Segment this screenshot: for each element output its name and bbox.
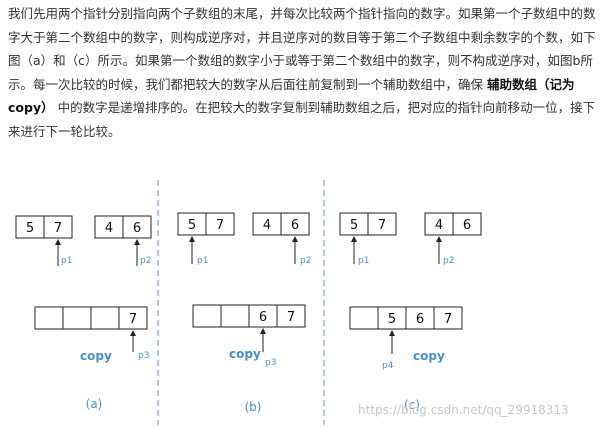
pointer-label: p2 — [140, 256, 151, 266]
copy-cell — [34, 306, 64, 330]
arr2-value: 4 — [263, 218, 271, 233]
arr2-value: 4 — [435, 218, 443, 233]
copy-cell — [192, 304, 222, 328]
arrow-head — [389, 330, 395, 336]
copy-cell — [118, 306, 148, 330]
arrow-head — [130, 330, 136, 336]
panel-b: 5 7 4 6 p1 p2 6 7 copy p3 (b) — [177, 212, 311, 414]
panel-caption: (b) — [245, 400, 262, 414]
copy-cell — [90, 306, 120, 330]
pointer-label: p1 — [358, 256, 369, 266]
arr2-value: 6 — [133, 221, 141, 236]
paragraph-bold-term: 辅助数组（记为copy） — [8, 76, 575, 116]
arr1-value: 5 — [350, 218, 358, 233]
copy-cell — [433, 306, 463, 330]
copy-cell — [220, 304, 250, 328]
arrow-head — [260, 328, 266, 334]
arr1-value: 7 — [216, 218, 224, 233]
copy-value: 5 — [388, 312, 396, 327]
pointer-label: p2 — [443, 256, 454, 266]
watermark: https://blog.csdn.net/qq_29918313 — [358, 403, 569, 417]
copy-cell — [349, 306, 379, 330]
pointer-label: p4 — [382, 361, 394, 371]
arr2-cell — [452, 212, 482, 236]
copy-value: 7 — [444, 312, 452, 327]
arr1-value: 7 — [54, 221, 62, 236]
copy-label: copy — [229, 347, 261, 361]
pointer-label: p3 — [265, 358, 276, 368]
panel-a: 5 7 4 6 p1 p2 7 copy p3 (a) — [15, 215, 152, 411]
pointer-label: p2 — [300, 256, 311, 266]
explanation-paragraph: 我们先用两个指针分别指向两个子数组的末尾，并每次比较两个指针指向的数字。如果第一… — [8, 2, 600, 143]
arr2-value: 4 — [105, 221, 113, 236]
arrow-head — [189, 236, 195, 242]
pointer-label: p1 — [197, 256, 208, 266]
paragraph-text-after: 中的数字是递增排序的。在把较大的数字复制到辅助数组之后，把对应的指针向前移动一位… — [8, 100, 596, 139]
panel-caption: (a) — [86, 397, 103, 411]
paragraph-text-before: 我们先用两个指针分别指向两个子数组的末尾，并每次比较两个指针指向的数字。如果第一… — [8, 6, 596, 92]
arr2-value: 6 — [463, 218, 471, 233]
copy-value: 6 — [416, 312, 424, 327]
pointer-label: p1 — [61, 256, 72, 266]
arr2-cell — [122, 215, 152, 239]
arr1-cell — [43, 215, 73, 239]
arrow-head — [436, 236, 442, 242]
arr1-value: 7 — [378, 218, 386, 233]
panel-caption: (c) — [404, 398, 420, 412]
arr2-cell — [280, 212, 310, 236]
copy-label: copy — [80, 349, 112, 363]
copy-value: 7 — [287, 310, 295, 325]
copy-cell — [276, 304, 306, 328]
arr1-cell — [367, 212, 397, 236]
arrow-head — [292, 236, 298, 242]
arr1-value: 5 — [188, 218, 196, 233]
arr2-value: 6 — [291, 218, 299, 233]
arrow-head — [55, 239, 61, 245]
copy-label: copy — [413, 349, 445, 363]
arr1-cell — [205, 212, 235, 236]
copy-value: 7 — [129, 312, 137, 327]
copy-cell — [62, 306, 92, 330]
copy-value: 6 — [259, 310, 267, 325]
arrow-head — [351, 236, 357, 242]
arr1-value: 5 — [26, 221, 34, 236]
pointer-label: p3 — [138, 351, 149, 361]
panel-c: 5 7 4 6 p1 p2 5 6 7 p4 copy (c) — [339, 212, 482, 412]
arrow-head — [134, 239, 140, 245]
